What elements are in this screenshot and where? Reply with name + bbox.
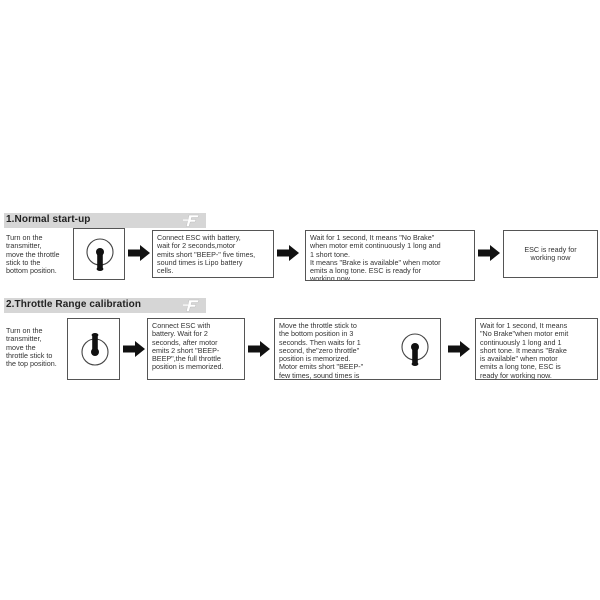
step-wait-brake-text: Wait for 1 second, It means "No Brake"wh… [480,321,569,380]
right-arrow-icon [123,341,145,357]
section-header-throttle-calibration: 2.Throttle Range calibration [4,298,206,313]
right-arrow-icon [478,245,500,261]
throttle-stick-top-box [67,318,120,380]
step-wait-brake-box: Wait for 1 second, It means "No Brake" w… [305,230,475,281]
step-connect-esc-text: Connect ESC with battery. Wait for 2 sec… [152,321,224,372]
step-esc-ready-text: ESC is ready for working now [524,244,577,262]
right-arrow-icon [448,341,470,357]
section-title: 2.Throttle Range calibration [6,299,142,310]
step-wait-brake-text: Wait for 1 second, It means "No Brake" w… [310,233,441,281]
step-turn-on-transmitter-text: Turn on the transmitter, move the thrott… [6,233,60,276]
brand-logo-icon [183,299,200,312]
step-move-throttle-box: Move the throttle stick to the bottom po… [274,318,441,380]
brand-logo-icon [183,214,200,227]
throttle-stick-bottom-icon [401,333,429,366]
step-connect-esc-text: Connect ESC with battery, wait for 2 sec… [157,233,256,276]
step-connect-esc-box: Connect ESC with battery. Wait for 2 sec… [147,318,245,380]
section-title: 1.Normal start-up [6,214,91,225]
throttle-stick-bottom-box [73,228,125,280]
throttle-stick-bottom-icon [86,238,114,271]
right-arrow-icon [248,341,270,357]
step-move-throttle-text: Move the throttle stick to the bottom po… [279,321,364,380]
step-turn-on-transmitter-text: Turn on the transmitter, move the thrott… [6,326,57,369]
step-wait-brake-box: Wait for 1 second, It means "No Brake"wh… [475,318,598,380]
step-connect-esc-box: Connect ESC with battery, wait for 2 sec… [152,230,274,278]
section-header-normal-startup: 1.Normal start-up [4,213,206,228]
throttle-stick-top-icon [81,333,109,366]
step-esc-ready-box: ESC is ready for working now [503,230,598,278]
right-arrow-icon [277,245,299,261]
right-arrow-icon [128,245,150,261]
